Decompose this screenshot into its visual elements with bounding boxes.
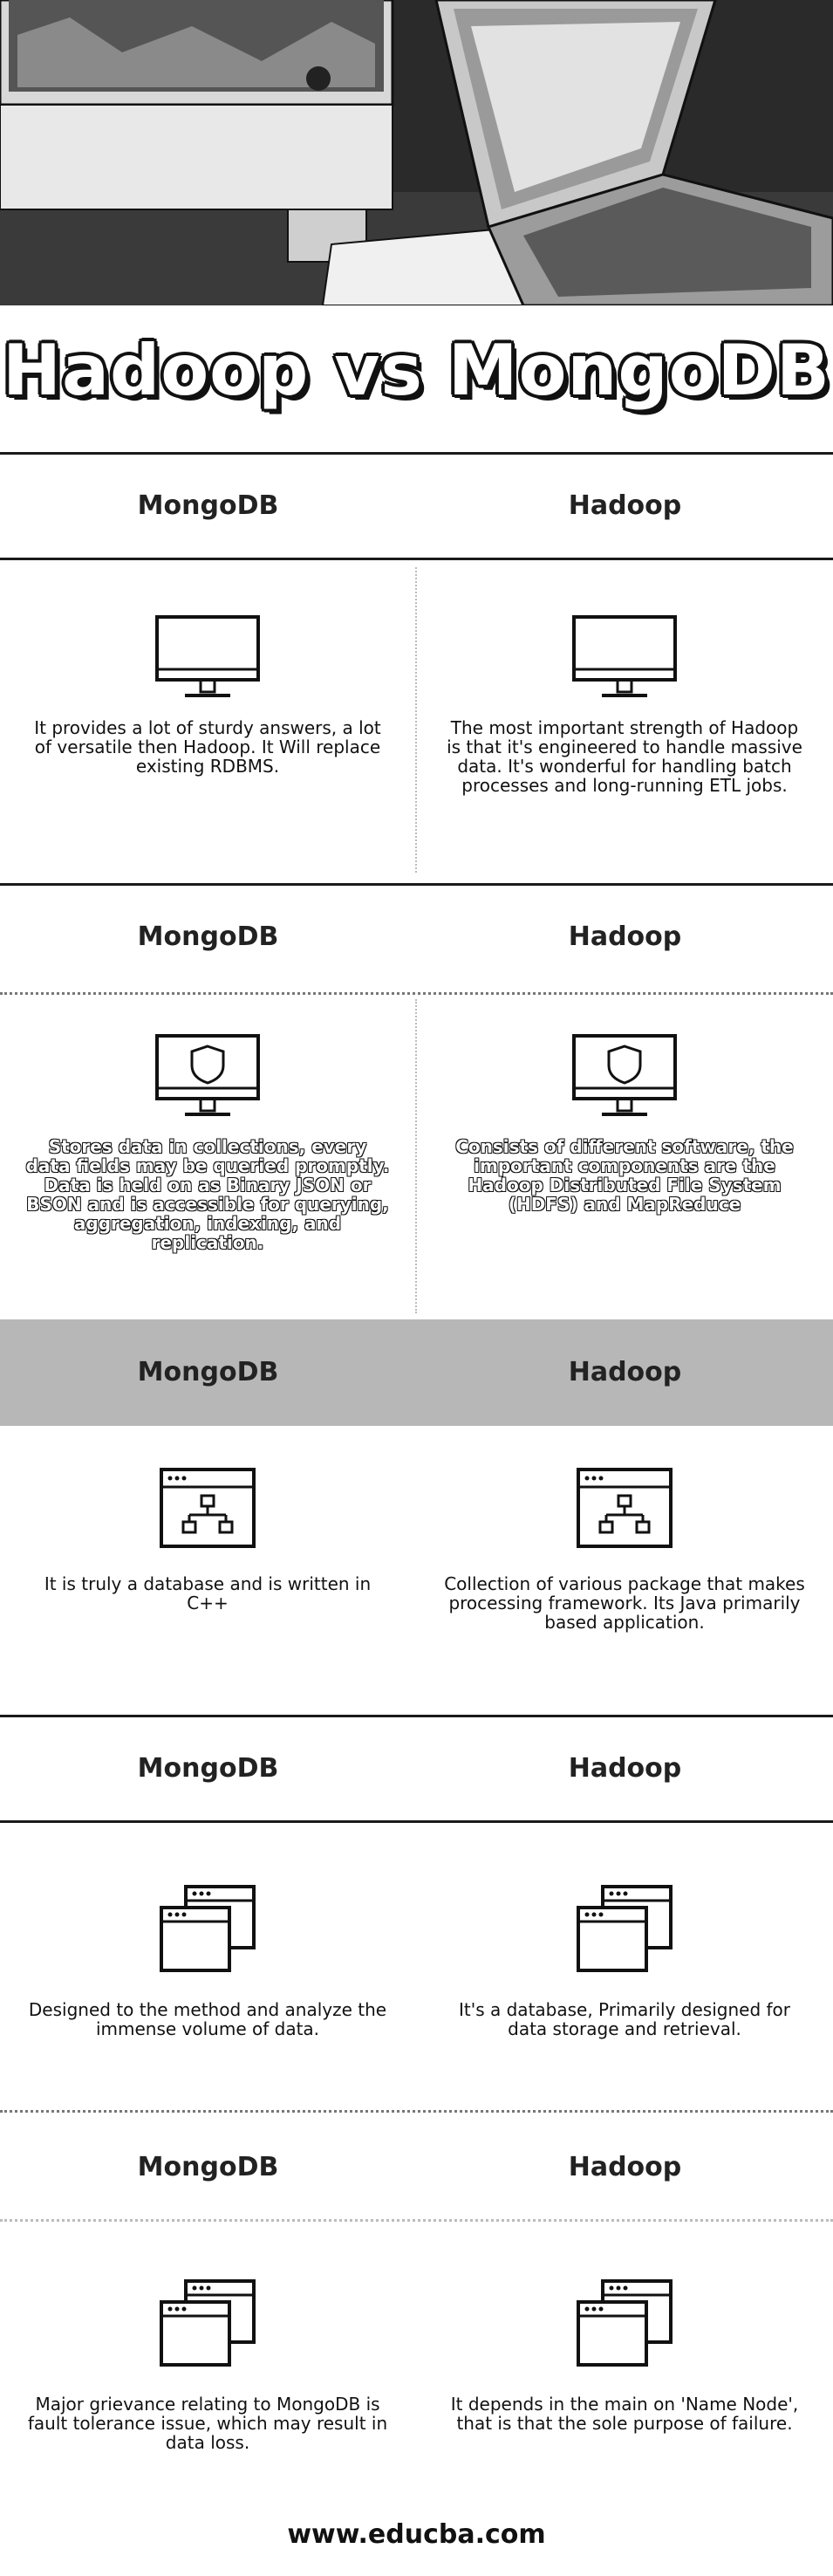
- comparison-header-row: MongoDB Hadoop: [0, 455, 833, 558]
- footer-link[interactable]: www.educba.com: [287, 2519, 546, 2550]
- hadoop-header: Hadoop: [568, 921, 682, 952]
- hadoop-cell: It's a database, Primarily designed for …: [433, 1885, 816, 2038]
- hadoop-description: Consists of different software, the impo…: [455, 1136, 794, 1215]
- column-divider: [415, 999, 417, 1313]
- divider: [0, 2219, 833, 2222]
- comparison-header-row: MongoDB Hadoop: [0, 1717, 833, 1820]
- mongodb-cell: Designed to the method and analyze the i…: [16, 1885, 399, 2038]
- mongodb-cell: It is truly a database and is written in…: [16, 1468, 399, 1613]
- stacked-windows-icon: [160, 1885, 256, 1972]
- mongodb-header: MongoDB: [137, 2152, 279, 2182]
- monitor-icon: [572, 615, 677, 697]
- hadoop-description: It depends in the main on 'Name Node', t…: [450, 2394, 799, 2434]
- divider: [0, 883, 833, 886]
- hadoop-description: The most important strength of Hadoop is…: [447, 717, 802, 796]
- comparison-header-row: MongoDB Hadoop: [0, 886, 833, 989]
- security-monitor-icon: [572, 1034, 677, 1116]
- page-title: Hadoop vs MongoDB: [3, 330, 830, 411]
- mongodb-cell: Major grievance relating to MongoDB is f…: [16, 2279, 399, 2452]
- divider: [0, 1820, 833, 1823]
- hadoop-cell: Consists of different software, the impo…: [433, 1034, 816, 1214]
- divider: [0, 992, 833, 995]
- comparison-header-row: MongoDB Hadoop: [0, 2116, 833, 2219]
- stacked-windows-icon: [577, 2279, 673, 2367]
- hadoop-cell: Collection of various package that makes…: [433, 1468, 816, 1632]
- divider: [0, 452, 833, 455]
- mongodb-description: It is truly a database and is written in…: [44, 1573, 372, 1613]
- mongodb-description: Stores data in collections, every data f…: [25, 1136, 390, 1253]
- hadoop-header: Hadoop: [568, 1753, 682, 1784]
- mongodb-header: MongoDB: [137, 1357, 279, 1387]
- sitemap-window-icon: [577, 1468, 673, 1548]
- column-divider: [415, 567, 417, 873]
- security-monitor-icon: [155, 1034, 260, 1116]
- hadoop-cell: The most important strength of Hadoop is…: [433, 615, 816, 795]
- hero-image: [0, 0, 833, 305]
- monitor-icon: [155, 615, 260, 697]
- comparison-header-row: MongoDB Hadoop: [0, 1319, 833, 1426]
- mongodb-description: It provides a lot of sturdy answers, a l…: [34, 717, 381, 777]
- mongodb-description: Designed to the method and analyze the i…: [28, 1999, 387, 2039]
- mongodb-header: MongoDB: [137, 921, 279, 952]
- mongodb-cell: It provides a lot of sturdy answers, a l…: [16, 615, 399, 776]
- stacked-windows-icon: [577, 1885, 673, 1972]
- hadoop-header: Hadoop: [568, 490, 682, 521]
- hadoop-header: Hadoop: [568, 1357, 682, 1387]
- hadoop-description: It's a database, Primarily designed for …: [458, 1999, 791, 2039]
- hadoop-header: Hadoop: [568, 2152, 682, 2182]
- mongodb-header: MongoDB: [137, 490, 279, 521]
- stacked-windows-icon: [160, 2279, 256, 2367]
- hadoop-cell: It depends in the main on 'Name Node', t…: [433, 2279, 816, 2433]
- sitemap-window-icon: [160, 1468, 256, 1548]
- mongodb-description: Major grievance relating to MongoDB is f…: [27, 2394, 388, 2453]
- divider: [0, 558, 833, 560]
- mongodb-cell: Stores data in collections, every data f…: [16, 1034, 399, 1252]
- divider: [0, 1715, 833, 1717]
- mongodb-header: MongoDB: [137, 1753, 279, 1784]
- hadoop-description: Collection of various package that makes…: [444, 1573, 805, 1633]
- divider: [0, 2110, 833, 2113]
